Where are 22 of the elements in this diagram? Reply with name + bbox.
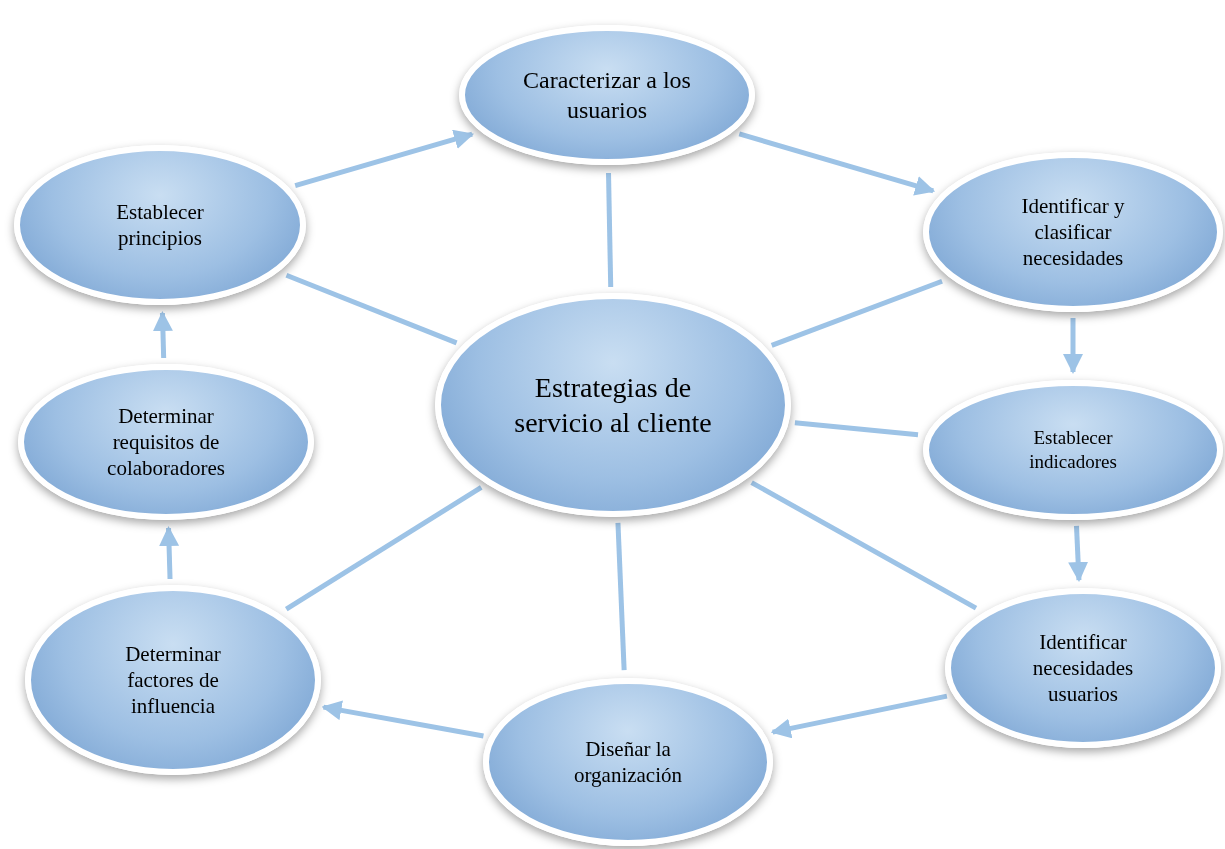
node-text: Diseñar la organización [572, 735, 684, 789]
arrow [294, 129, 475, 189]
node-text: Caracterizar a los usuarios [522, 66, 692, 125]
node-text: Estrategias de servicio al cliente [513, 371, 713, 440]
node-text: Identificar necesidades usuarios [1031, 628, 1135, 708]
arrow [770, 693, 948, 739]
connector-line [284, 485, 483, 612]
arrow [1063, 318, 1083, 374]
connector-line [285, 272, 458, 346]
connector-line [770, 278, 943, 348]
connector-line [794, 420, 919, 438]
arrow [1068, 525, 1089, 583]
connector-line [615, 522, 627, 671]
node-text: Determinar requisitos de colaboradores [106, 402, 226, 482]
node-text: Determinar factores de influencia [124, 640, 222, 720]
node-text: Establecer principios [115, 198, 205, 252]
arrow [159, 526, 180, 580]
arrow [152, 311, 173, 359]
connector-line [606, 172, 614, 288]
node-text: Identificar y clasificar necesidades [1020, 192, 1126, 272]
arrow [321, 700, 484, 739]
node-text: Establecer indicadores [1028, 426, 1118, 474]
